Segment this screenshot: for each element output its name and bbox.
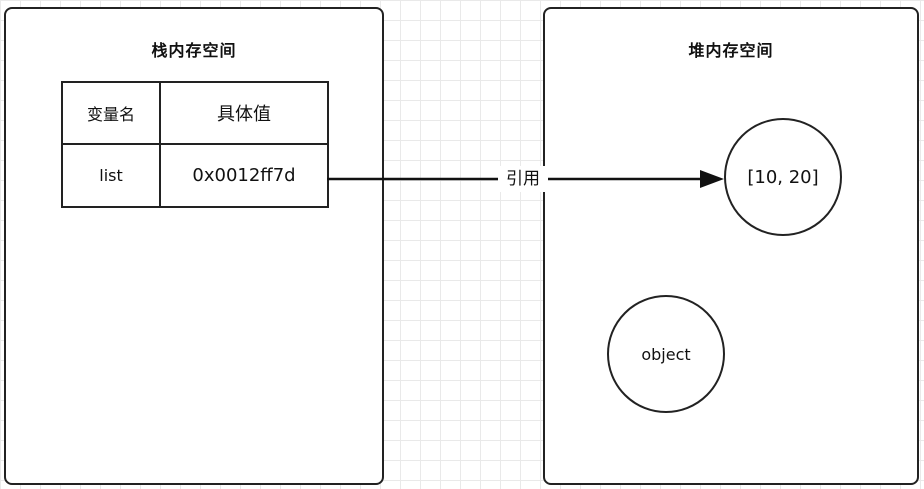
- heap-memory-panel: 堆内存空间: [543, 7, 919, 485]
- heap-panel-title: 堆内存空间: [688, 41, 774, 60]
- variable-table: 变量名 具体值 list 0x0012ff7d: [61, 81, 329, 208]
- stack-memory-panel: 栈内存空间 变量名 具体值 list 0x0012ff7d: [4, 7, 384, 485]
- header-variable-name: 变量名: [61, 81, 161, 145]
- cell-variable-name: list: [61, 143, 161, 208]
- heap-array-object: [10, 20]: [724, 118, 842, 236]
- reference-label: 引用: [498, 166, 548, 192]
- cell-value: 0x0012ff7d: [159, 143, 329, 208]
- table-row: list 0x0012ff7d: [61, 143, 329, 208]
- stack-panel-title: 栈内存空间: [151, 41, 237, 60]
- heap-object: object: [607, 295, 725, 413]
- table-header-row: 变量名 具体值: [61, 81, 329, 145]
- header-value: 具体值: [159, 81, 329, 145]
